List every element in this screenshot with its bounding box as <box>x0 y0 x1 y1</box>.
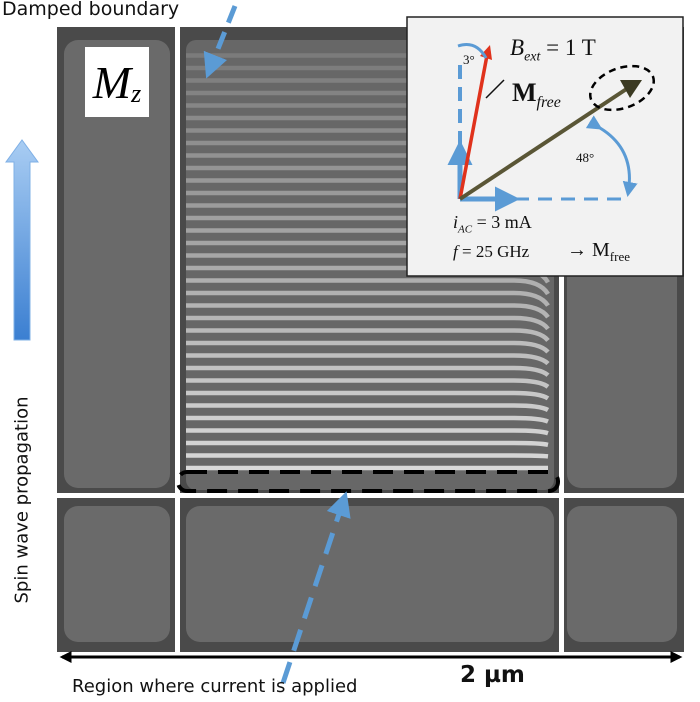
region-bottom-center <box>186 506 554 642</box>
bext-vector-head <box>480 45 492 60</box>
bext-vector <box>458 49 490 200</box>
bext-subscript: ext <box>524 49 541 65</box>
precession-ellipse <box>588 64 656 112</box>
current-region-outline <box>176 470 560 493</box>
wave-stripe <box>186 453 549 459</box>
wave-stripe <box>186 353 550 366</box>
large-angle-label: 48° <box>576 150 595 165</box>
iac-subscript: AC <box>458 223 473 236</box>
wave-stripe <box>186 340 550 354</box>
wave-stripe <box>186 278 550 296</box>
damped-boundary-pointer <box>203 5 238 79</box>
mfree-symbol: M <box>512 78 537 107</box>
panel-label-symbol: M <box>92 56 132 108</box>
wave-stripe <box>186 315 550 331</box>
frequency-label: f = 25 GHz <box>453 242 529 262</box>
mfree-subscript: free <box>536 94 561 112</box>
large-angle-arc <box>585 115 638 197</box>
region-bottom-left <box>64 506 170 642</box>
wave-stripe <box>186 328 550 342</box>
region-top-left <box>64 40 170 488</box>
arrow-mfree-label: → Mfree <box>567 239 630 265</box>
panel-label-subscript: z <box>131 79 142 108</box>
wave-stripe <box>186 415 549 424</box>
wave-stripe <box>186 303 550 319</box>
propagation-arrow <box>5 139 39 341</box>
mfree-label: Mfree <box>512 78 561 112</box>
current-region-label: Region where current is applied <box>72 676 358 697</box>
separator-vertical-left <box>175 27 180 652</box>
arrow-mfree-text: → M <box>567 239 610 261</box>
frequency-symbol: f <box>453 242 458 261</box>
propagation-label: Spin wave propagation <box>11 396 33 604</box>
small-angle-arc <box>457 43 488 59</box>
bext-symbol: B <box>510 35 525 60</box>
wave-stripe <box>186 390 550 401</box>
bext-label: Bext = 1 T <box>510 35 596 66</box>
wave-stripe <box>186 440 549 448</box>
wave-stripe <box>186 365 550 377</box>
frequency-value: = 25 GHz <box>461 242 530 261</box>
wave-stripe <box>186 290 550 307</box>
iac-value: = 3 mA <box>476 212 532 232</box>
mfree-vector-head <box>620 80 642 98</box>
wave-stripe <box>186 378 550 389</box>
region-bottom-right <box>567 506 677 642</box>
scale-bar-label: 2 µm <box>460 662 525 688</box>
separator-horizontal <box>57 493 684 498</box>
wave-stripe <box>186 428 549 436</box>
iac-label: iAC = 3 mA <box>453 212 532 236</box>
wave-stripe <box>186 403 550 413</box>
arrow-mfree-subscript: free <box>609 249 630 264</box>
mfree-label-arrow <box>485 79 505 99</box>
iac-symbol: i <box>453 212 459 232</box>
damped-boundary-label: Damped boundary <box>2 0 180 20</box>
small-angle-label: 3° <box>463 52 475 67</box>
bext-value: = 1 T <box>546 35 596 60</box>
separator-vertical-right <box>559 240 564 652</box>
